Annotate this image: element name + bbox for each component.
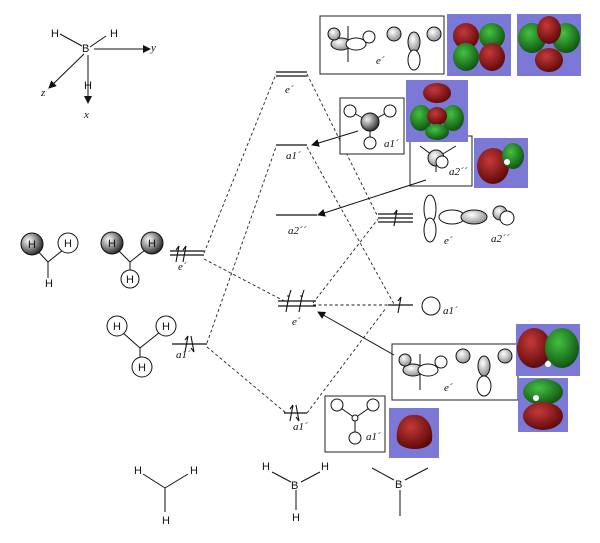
rendered-orbital-e-prime-lower-2 — [518, 378, 568, 432]
inset-top-e-prime: e´ — [319, 15, 445, 75]
h3-e-prime-combination-1: H H H — [20, 232, 79, 290]
axis-h-right: H — [110, 28, 118, 40]
axis-h-bottom: H — [84, 80, 92, 92]
h-atom: H — [321, 461, 329, 473]
h-atom: H — [64, 238, 72, 250]
h-atom: H — [138, 362, 146, 374]
label-mo-e-prime-top: e´ — [285, 84, 294, 96]
h-atom: H — [28, 239, 36, 251]
label-right-e-prime: e´ — [444, 235, 453, 247]
rendered-orbital-e-prime-top-1 — [447, 14, 511, 76]
bottom-b-fragment: B — [371, 467, 429, 516]
label-right-a2-double-prime: a2´´ — [491, 233, 510, 245]
b-p-orbitals-sketch — [423, 194, 488, 243]
label-mo-a2-double-prime: a2´´ — [288, 225, 307, 237]
h-atom: H — [108, 238, 116, 250]
label-left-a1-prime: a1´ — [176, 349, 191, 361]
b-pz-orbital-sketch — [492, 205, 515, 226]
bottom-bh3-molecule: H H B H — [262, 461, 329, 524]
h-atom: H — [162, 515, 170, 527]
h-atom: H — [45, 278, 53, 290]
h-atom: H — [262, 461, 270, 473]
axis-b-atom: B — [82, 43, 89, 55]
label-mo-a1-prime-low: a1´ — [293, 421, 308, 433]
axis-h-left: H — [51, 28, 59, 40]
electrons-left-e-prime — [175, 245, 187, 263]
electron-right-s — [397, 296, 402, 314]
electrons-left-a1-prime — [184, 335, 195, 353]
label-inset-e-prime-lower: e´ — [444, 382, 453, 394]
label-inset-a1-prime-lower: a1´ — [366, 431, 381, 443]
coordinate-axes: H H B H y z x — [40, 28, 156, 121]
y-axis-label: y — [150, 42, 156, 54]
x-axis-label: x — [83, 109, 89, 121]
b-atom: B — [291, 480, 298, 492]
rendered-orbital-a1-prime-upper — [406, 80, 468, 142]
label-inset-top-e-prime: e´ — [376, 55, 385, 67]
rendered-orbital-e-prime-top-2 — [517, 14, 581, 76]
h-atom: H — [190, 465, 198, 477]
z-axis-arrow — [48, 53, 85, 89]
b-atom: B — [395, 479, 402, 491]
label-mo-a1-prime-upper: a1´ — [286, 150, 301, 162]
label-left-e-prime: e´ — [178, 261, 187, 273]
bottom-h3-fragment: H H H — [134, 465, 198, 527]
left-fragment-orbitals: e´ a1´ H H H H H H — [20, 231, 207, 378]
label-inset-a1-prime-upper: a1´ — [384, 138, 399, 150]
rendered-orbital-a2-double-prime — [474, 138, 528, 188]
label-mo-e-prime-mid: e´ — [292, 316, 301, 328]
h3-a1-prime-combination: H H H — [106, 315, 177, 378]
h-atom: H — [292, 512, 300, 524]
inset-a2-double-prime: a2´´ — [409, 135, 473, 187]
mo-levels: e´ a1´ a2´´ e´ a1´ — [276, 71, 317, 433]
electron-right-p — [393, 209, 398, 227]
inset-e-prime-lower: e´ — [391, 343, 519, 401]
electrons-a1-prime-low — [289, 404, 300, 422]
inset-arrows — [311, 130, 427, 356]
z-axis-label: z — [40, 87, 46, 99]
h-atom: H — [148, 238, 156, 250]
electrons-e-prime-mid — [285, 289, 305, 313]
label-inset-a2-double-prime: a2´´ — [449, 166, 468, 178]
inset-a1-prime-upper: a1´ — [339, 97, 405, 155]
h-atom: H — [134, 465, 142, 477]
label-right-a1-prime: a1´ — [443, 305, 458, 317]
inset-a1-prime-lower: a1´ — [324, 395, 386, 453]
h-atom: H — [126, 274, 134, 286]
right-fragment-orbitals: e´ a2´´ a1´ — [378, 194, 515, 317]
h3-e-prime-combination-2: H H H — [100, 231, 164, 289]
rendered-orbital-a1-prime-lower — [389, 408, 439, 458]
rendered-orbital-e-prime-lower-1 — [516, 324, 580, 376]
b-s-orbital-sketch — [421, 296, 441, 316]
h-atom: H — [162, 321, 170, 333]
h-atom: H — [113, 321, 121, 333]
